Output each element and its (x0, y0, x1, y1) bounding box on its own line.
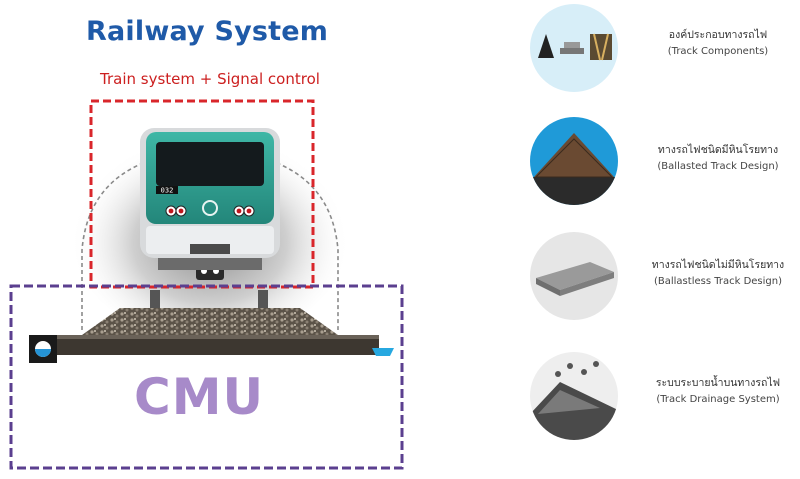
component-label-en: (Track Components) (667, 46, 769, 57)
track-components-icon (530, 4, 618, 92)
ballastless-track-icon (530, 232, 618, 320)
component-ballastless-track: ทางรถไฟชนิดไม่มีหินโรยทาง (Ballastless T… (530, 232, 800, 322)
component-label-en: (Ballasted Track Design) (657, 161, 779, 172)
drain-water (372, 348, 394, 356)
railway-scene: 032 (9, 99, 404, 470)
component-track-components: องค์ประกอบทางรถไฟ (Track Components) (530, 4, 800, 94)
component-label-en: (Ballastless Track Design) (653, 276, 782, 287)
signal-control-label: Train system + Signal control (100, 70, 320, 88)
component-label-th: ทางรถไฟชนิดไม่มีหินโรยทาง (651, 259, 785, 271)
train: 032 (140, 128, 280, 280)
component-ballasted-track: ทางรถไฟชนิดมีหินโรยทาง (Ballasted Track … (530, 117, 800, 207)
component-label-th: ทางรถไฟชนิดมีหินโรยทาง (657, 144, 779, 156)
track-drainage-icon (530, 352, 618, 440)
ballast-bed (82, 308, 338, 335)
component-label-th: ระบบระบายน้ำบนทางรถไฟ (655, 377, 781, 389)
track-base (44, 335, 379, 355)
train-number: 032 (161, 187, 174, 195)
component-track-drainage: ระบบระบายน้ำบนทางรถไฟ (Track Drainage Sy… (530, 352, 800, 442)
component-label-en: (Track Drainage System) (656, 394, 780, 405)
page-title: Railway System (86, 16, 329, 47)
train-logo (202, 200, 218, 216)
cmu-box (9, 284, 404, 470)
ballasted-track-icon (530, 117, 618, 205)
water-level-icon (29, 335, 57, 363)
cmu-label: CMU (134, 368, 265, 426)
component-label-th: องค์ประกอบทางรถไฟ (668, 29, 768, 41)
